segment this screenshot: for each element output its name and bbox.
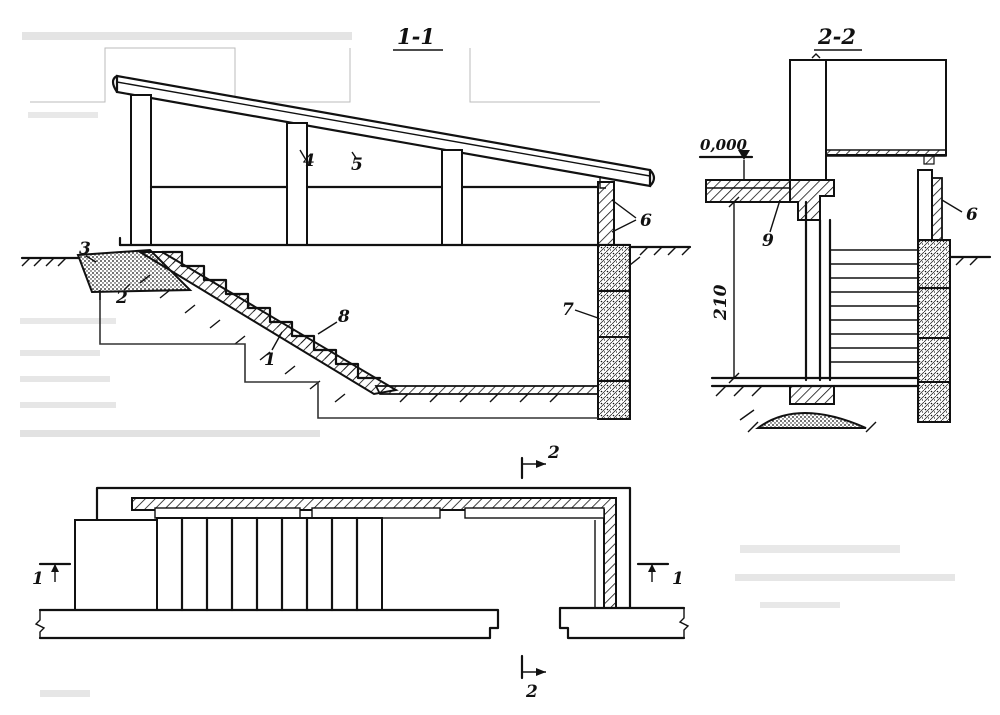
callout-8: 8 bbox=[337, 307, 350, 327]
roof-box-base bbox=[825, 149, 947, 157]
plan-opening-2 bbox=[311, 507, 441, 519]
roof-layer-line bbox=[116, 81, 651, 177]
leader-6-section-2 bbox=[941, 199, 963, 213]
ghost-outline-top-right bbox=[469, 48, 600, 103]
floor-slab bbox=[374, 385, 599, 395]
plan-opening-1 bbox=[154, 507, 301, 519]
post-1 bbox=[130, 94, 152, 246]
dimension-tick-bottom bbox=[728, 372, 740, 384]
leader-2 bbox=[123, 283, 131, 291]
section-1-1-title: 1-1 bbox=[397, 24, 435, 49]
roof-left-end bbox=[111, 74, 119, 94]
callout-6-section-1: 6 bbox=[640, 211, 652, 231]
roof-box bbox=[825, 59, 947, 156]
break-mark bbox=[811, 53, 821, 59]
ground-hatch-right bbox=[639, 246, 691, 256]
leader-6a bbox=[611, 199, 637, 219]
callout-6-section-2: 6 bbox=[966, 205, 978, 225]
landing-slab-3 bbox=[76, 248, 193, 294]
cut-1-arrowhead-left bbox=[51, 564, 59, 572]
leader-8 bbox=[317, 321, 338, 335]
plan-base-slab-right bbox=[558, 606, 686, 640]
footing-base bbox=[754, 412, 867, 429]
roof-right-end bbox=[648, 168, 656, 188]
section-1-1: 1-1 bbox=[20, 24, 692, 420]
callout-9: 9 bbox=[762, 231, 774, 251]
callout-5: 5 bbox=[351, 155, 363, 175]
cut-2-arrowhead-top bbox=[536, 460, 546, 468]
floor-ground-hatch bbox=[399, 393, 559, 403]
dimension-210: 210 bbox=[711, 284, 731, 321]
leader-6b bbox=[611, 219, 637, 233]
parapet-wall-6 bbox=[597, 181, 615, 246]
level-mark: 0,000 bbox=[700, 136, 748, 154]
bleed-through-text bbox=[20, 32, 955, 697]
wall-ground-hatch bbox=[629, 256, 641, 266]
foundation-wall-section-2 bbox=[917, 239, 951, 423]
stair-treads-2-2 bbox=[830, 249, 918, 363]
cut-2-label-top: 2 bbox=[547, 443, 560, 463]
cut-2-arrowhead-bottom bbox=[536, 668, 546, 676]
footing-block bbox=[789, 385, 835, 405]
leader-4 bbox=[299, 149, 307, 161]
section-2-2: 2-2 0,000 bbox=[698, 24, 992, 433]
plan-stair-treads bbox=[156, 516, 383, 612]
trench-outline bbox=[99, 290, 598, 419]
cut-1-arrowhead-right bbox=[648, 564, 656, 572]
ground-hatch-2-2 bbox=[955, 256, 979, 266]
section-2-2-title: 2-2 bbox=[817, 24, 856, 49]
plan-break-right bbox=[678, 608, 690, 638]
dimension-tick-top bbox=[728, 196, 740, 208]
plan-landing bbox=[74, 519, 158, 611]
plan-opening-3 bbox=[464, 507, 605, 519]
cut-1-label-left: 1 bbox=[32, 569, 44, 589]
callout-3: 3 bbox=[79, 239, 91, 259]
plan-view: 1 1 2 2 bbox=[32, 443, 690, 702]
leader-5 bbox=[351, 151, 357, 159]
right-post bbox=[917, 169, 933, 241]
callout-7: 7 bbox=[562, 300, 574, 320]
sloped-roof bbox=[115, 74, 652, 188]
upper-column bbox=[789, 59, 827, 181]
ghost-outline-top bbox=[30, 47, 351, 103]
cut-2-label-bottom: 2 bbox=[525, 682, 538, 702]
leader-7 bbox=[574, 309, 599, 319]
foundation-wall-7 bbox=[597, 244, 631, 420]
slab-edge-beam bbox=[789, 179, 835, 221]
step-hatching bbox=[162, 252, 358, 378]
earth-slope-hatch bbox=[139, 274, 346, 403]
plan-break-left bbox=[34, 610, 46, 638]
footing-hatch bbox=[739, 409, 877, 433]
callout-1: 1 bbox=[264, 350, 276, 370]
plan-outer-outline bbox=[95, 486, 632, 609]
post-3 bbox=[441, 149, 463, 246]
bottom-ground-hatch-2-2 bbox=[715, 385, 763, 397]
roof-support bbox=[923, 155, 935, 165]
plan-base-slab-left bbox=[38, 608, 500, 640]
floor-slab-9 bbox=[705, 179, 791, 203]
post-2 bbox=[286, 122, 308, 246]
callout-2: 2 bbox=[115, 288, 128, 308]
ground-hatch-left bbox=[21, 257, 67, 267]
leader-3 bbox=[85, 255, 97, 263]
level-mark-arrow bbox=[738, 150, 750, 160]
cut-1-label-right: 1 bbox=[672, 569, 684, 589]
callout-4: 4 bbox=[303, 151, 315, 171]
leader-1 bbox=[271, 331, 283, 351]
parapet-6-section-2 bbox=[931, 177, 943, 241]
leader-9 bbox=[769, 199, 781, 233]
